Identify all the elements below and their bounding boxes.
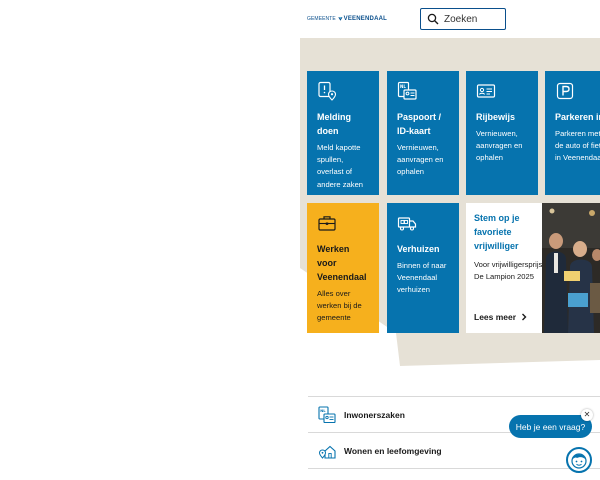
tile-description: Alles over werken bij de gemeente — [317, 289, 362, 323]
passport-icon: NL — [397, 81, 417, 100]
tile-title: Paspoort / ID-kaart — [397, 112, 442, 136]
moving-truck-icon — [397, 217, 417, 231]
tile-paspoort-id-kaart[interactable]: NL Paspoort / ID-kaart Vernieuwen, aanvr… — [387, 71, 459, 195]
municipality-logo[interactable]: GEMEENTE VEENENDAAL — [307, 8, 387, 30]
tile-title: Verhuizen — [397, 244, 440, 254]
search-icon — [427, 13, 439, 25]
chat-close-button[interactable]: ✕ — [581, 409, 593, 421]
accordion-item-inwonerszaken[interactable]: NL Inwonerszaken — [308, 396, 600, 432]
accordion-item-partial[interactable] — [308, 468, 600, 480]
id-card-icon: NL — [318, 405, 336, 423]
house-location-icon — [318, 445, 336, 459]
tile-title: Parkeren in Veenendaal — [555, 112, 600, 122]
logo-big-text: VEENENDAAL — [343, 16, 387, 22]
chevron-right-icon — [522, 313, 527, 321]
search-input[interactable] — [444, 13, 500, 25]
read-more-label: Lees meer — [474, 312, 517, 322]
accordion-item-wonen-en-leefomgeving[interactable]: Wonen en leefomgeving — [308, 432, 600, 468]
topic-accordion: NL Inwonerszaken Wonen en leefomgeving — [308, 396, 600, 480]
parking-icon — [556, 82, 574, 100]
chat-prompt-label: Heb je een vraag? — [515, 421, 586, 432]
close-icon: ✕ — [583, 410, 591, 419]
chat-launcher-button[interactable] — [566, 447, 592, 473]
tile-description: Binnen of naar Veenendaal verhuizen — [397, 261, 447, 295]
tile-verhuizen[interactable]: Verhuizen Binnen of naar Veenendaal verh… — [387, 203, 459, 333]
briefcase-icon — [318, 216, 336, 231]
report-location-icon — [318, 81, 337, 101]
tile-title: Rijbewijs — [476, 112, 516, 122]
read-more-link[interactable]: Lees meer — [474, 312, 528, 322]
svg-text:NL: NL — [320, 408, 326, 412]
featured-title: Stem op je favoriete vrijwilliger — [474, 213, 520, 251]
accordion-label: Wonen en leefomgeving — [344, 445, 442, 456]
tile-description: Vernieuwen, aanvragen en ophalen — [397, 143, 444, 177]
tile-rijbewijs[interactable]: Rijbewijs Vernieuwen, aanvragen en ophal… — [466, 71, 538, 195]
logo-mark-icon — [338, 17, 343, 21]
search-box[interactable] — [420, 8, 506, 30]
featured-news-card[interactable]: Stem op je favoriete vrijwilliger Voor v… — [466, 203, 600, 333]
tile-parkeren[interactable]: Parkeren in Veenendaal Parkeren met de a… — [545, 71, 600, 195]
tile-melding-doen[interactable]: Melding doen Meld kapotte spullen, overl… — [307, 71, 379, 195]
tile-title: Werken voor Veenendaal — [317, 244, 367, 282]
chat-avatar-icon — [571, 453, 587, 469]
tile-description: Meld kapotte spullen, overlast of andere… — [317, 143, 364, 189]
volunteers-photo — [542, 203, 600, 333]
tile-werken-voor-veenendaal[interactable]: Werken voor Veenendaal Alles over werken… — [307, 203, 379, 333]
accordion-label: Inwonerszaken — [344, 409, 405, 420]
drivers-license-icon — [476, 84, 496, 98]
tile-description: Vernieuwen, aanvragen en ophalen — [476, 129, 523, 163]
logo-small-text: GEMEENTE — [307, 16, 336, 22]
featured-description: Voor vrijwilligersprijs De Lampion 2025 — [474, 260, 543, 282]
tile-title: Melding doen — [317, 112, 351, 136]
svg-text:NL: NL — [400, 84, 406, 89]
tile-description: Parkeren met de auto of fiets in Veenend… — [555, 129, 600, 163]
chat-prompt-bubble[interactable]: Heb je een vraag? — [509, 415, 592, 438]
